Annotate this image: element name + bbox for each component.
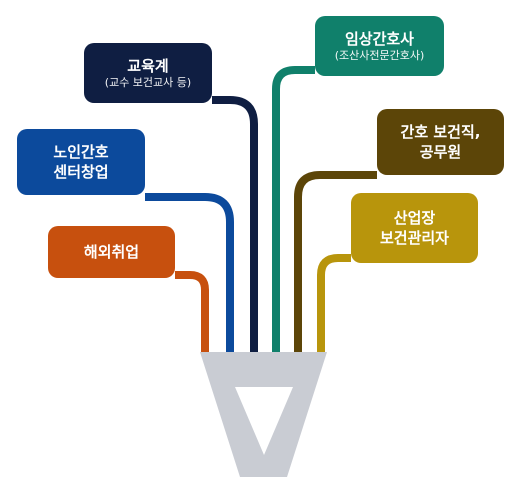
branch-line-public [294, 171, 377, 352]
education-sublabel: (교수 보건교사 등) [104, 76, 192, 89]
clinical-sublabel: (조산사전문간호사) [334, 49, 425, 62]
branch-line-elderly [145, 193, 234, 352]
branch-line-industrial [317, 254, 351, 352]
elderly-label-line1: 노인간호 [53, 143, 109, 161]
elderly-label-line2: 센터창업 [53, 163, 109, 181]
overseas-box[interactable]: 해외취업 [48, 226, 175, 278]
branch-line-clinical [272, 66, 315, 352]
industrial-label-line2: 보건관리자 [379, 229, 449, 247]
education-box[interactable]: 교육계 (교수 보건교사 등) [84, 43, 212, 103]
branch-line-education [212, 96, 258, 352]
clinical-label: 임상간호사 [344, 30, 414, 48]
industrial-label-line1: 산업장 [393, 209, 436, 227]
trunk-inverted-a-shape [200, 352, 327, 477]
overseas-label: 해외취업 [83, 243, 140, 261]
education-label: 교육계 [127, 57, 169, 75]
public-label-line1: 간호 보건직, [400, 123, 481, 141]
branch-line-overseas [175, 271, 209, 352]
industrial-health-box[interactable]: 산업장 보건관리자 [351, 193, 478, 263]
elderly-care-box[interactable]: 노인간호 센터창업 [17, 129, 145, 195]
public-label-line2: 공무원 [419, 143, 462, 161]
clinical-nurse-box[interactable]: 임상간호사 (조산사전문간호사) [315, 16, 444, 76]
public-health-box[interactable]: 간호 보건직, 공무원 [377, 109, 504, 175]
